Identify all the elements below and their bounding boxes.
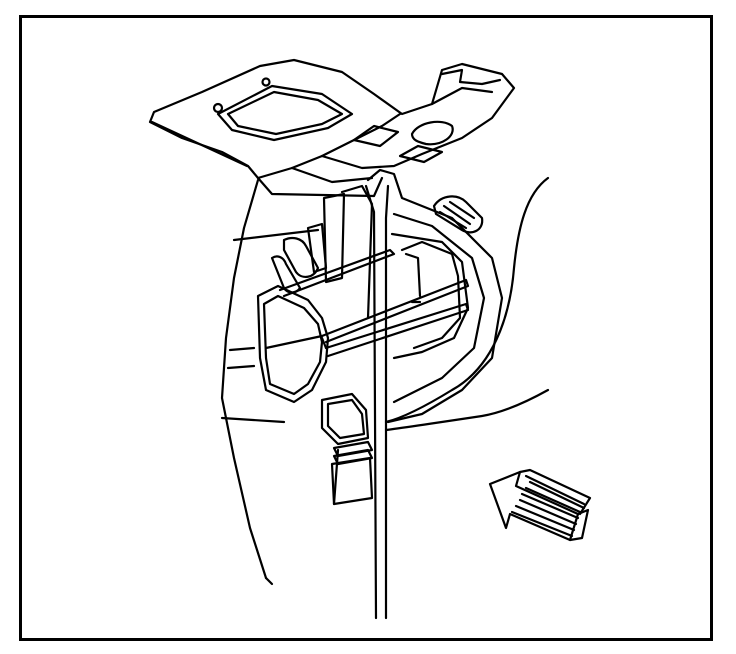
pillar-and-opening xyxy=(322,168,550,620)
view-direction-arrow-icon xyxy=(488,468,592,542)
lower-bracket xyxy=(320,392,374,506)
line-illustration xyxy=(148,58,592,620)
glovebox-door xyxy=(256,248,470,404)
dash-top-panel xyxy=(148,58,516,198)
instrument-panel-side xyxy=(220,178,328,586)
diagram-frame xyxy=(19,15,713,641)
